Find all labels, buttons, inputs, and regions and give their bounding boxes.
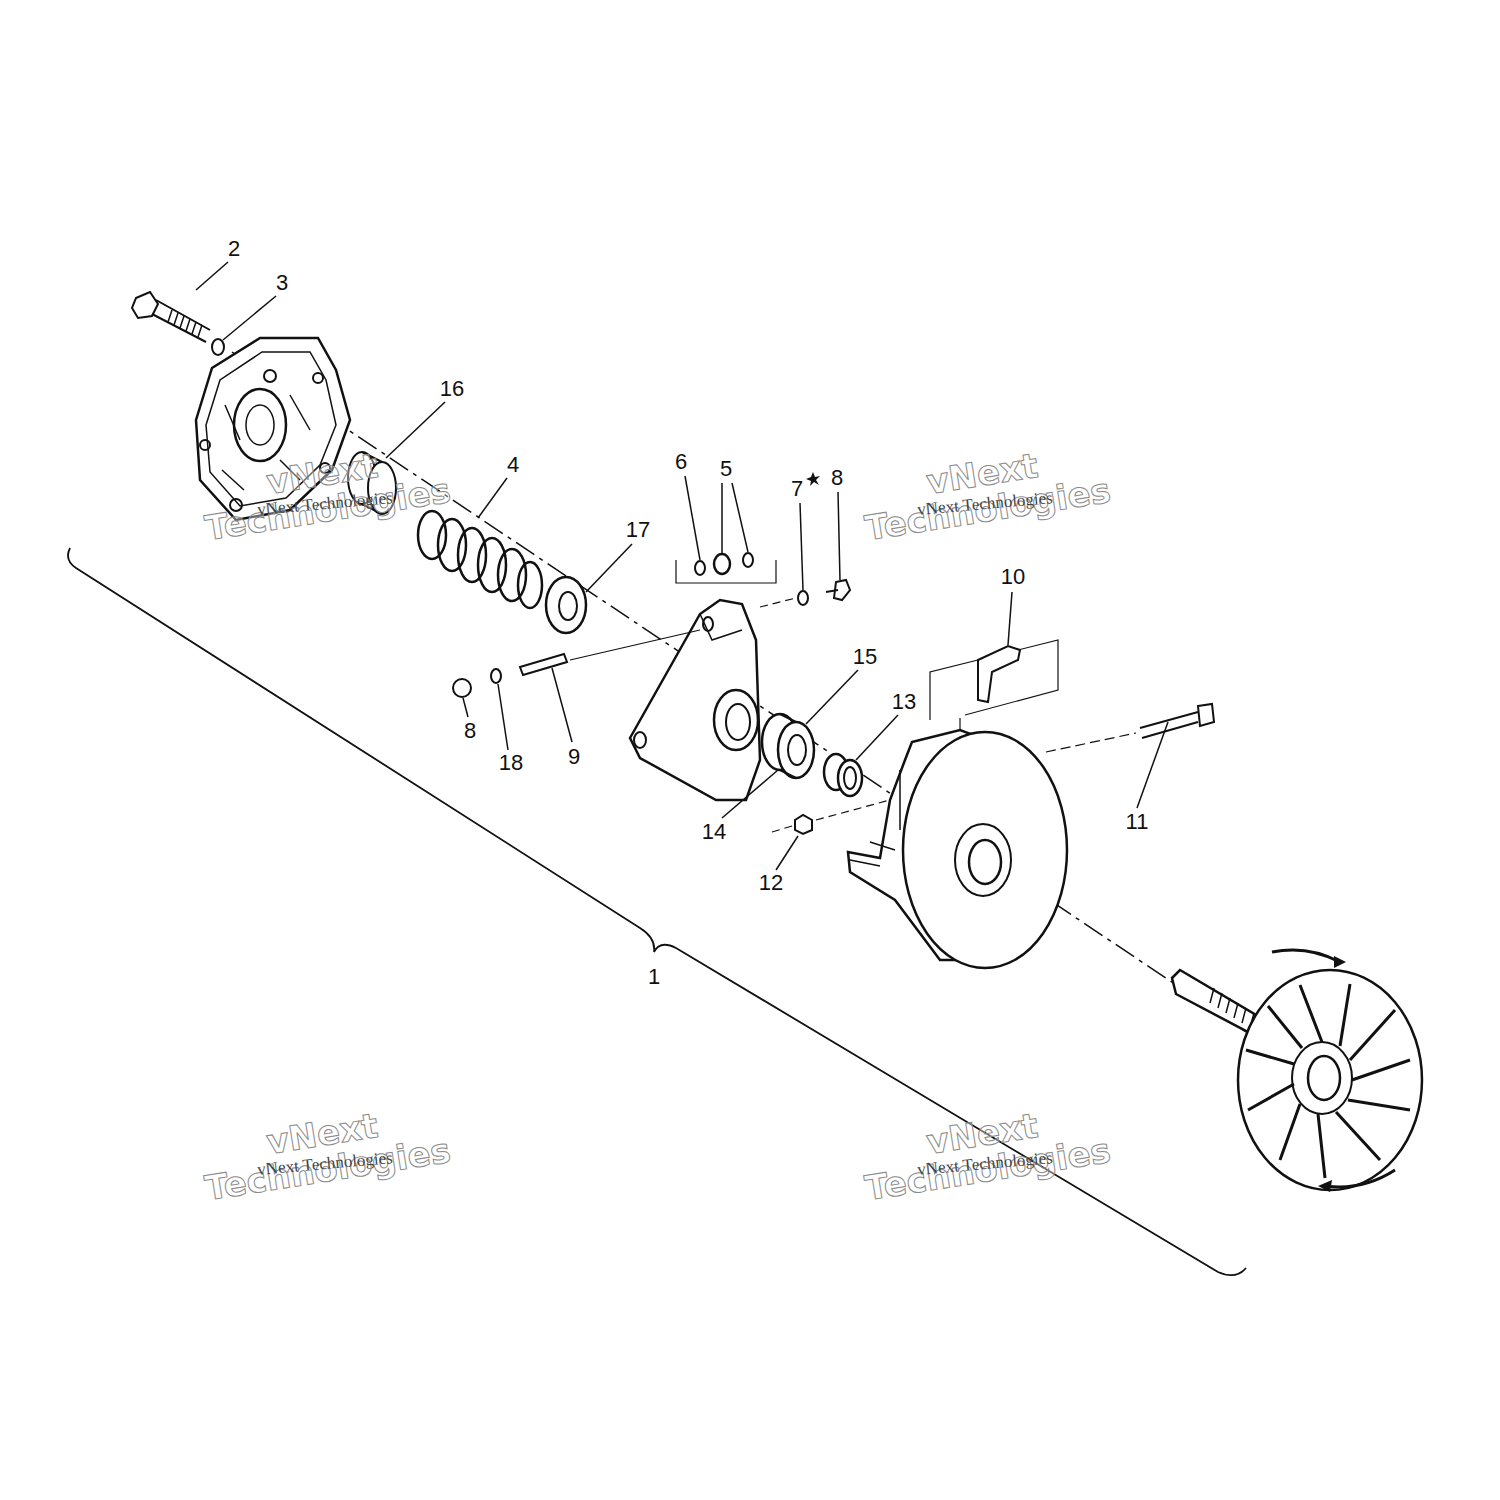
callout-number: 7 — [791, 478, 803, 500]
watermark: vNext Technologies — [856, 437, 1114, 547]
watermark: vNext Technologies — [196, 437, 454, 547]
fixed-sheave — [1172, 950, 1422, 1192]
callout-number: 15 — [853, 646, 877, 668]
callout-number: 11 — [1126, 811, 1149, 833]
watermark: vNext Technologies — [856, 1097, 1114, 1207]
callout-number: 13 — [892, 691, 916, 713]
spider — [630, 600, 760, 800]
callout-number: 6 — [675, 451, 687, 473]
callout-number: 18 — [499, 752, 523, 774]
callout-number: 2 — [228, 238, 240, 260]
callout-number: 5 — [720, 458, 732, 480]
callout-number: 16 — [440, 378, 464, 400]
spring — [418, 511, 542, 608]
callout-number: 4 — [507, 454, 519, 476]
callout-number: 9 — [568, 746, 580, 768]
callout-number: 3 — [276, 272, 288, 294]
moveable-sheave — [848, 730, 1067, 968]
bolt — [132, 292, 210, 342]
callout-number: 8 — [831, 467, 843, 489]
callout-number: 14 — [702, 821, 726, 843]
callout-number: 12 — [759, 872, 783, 894]
callout-number: 1 — [648, 966, 660, 988]
leader-lines — [196, 262, 1168, 870]
callout-number: 10 — [1001, 566, 1025, 588]
bushing — [824, 754, 862, 796]
callout-number: 17 — [626, 519, 650, 541]
callout-number: 8 — [464, 720, 476, 742]
washer — [546, 577, 586, 633]
watermark: vNext Technologies — [196, 1097, 454, 1207]
